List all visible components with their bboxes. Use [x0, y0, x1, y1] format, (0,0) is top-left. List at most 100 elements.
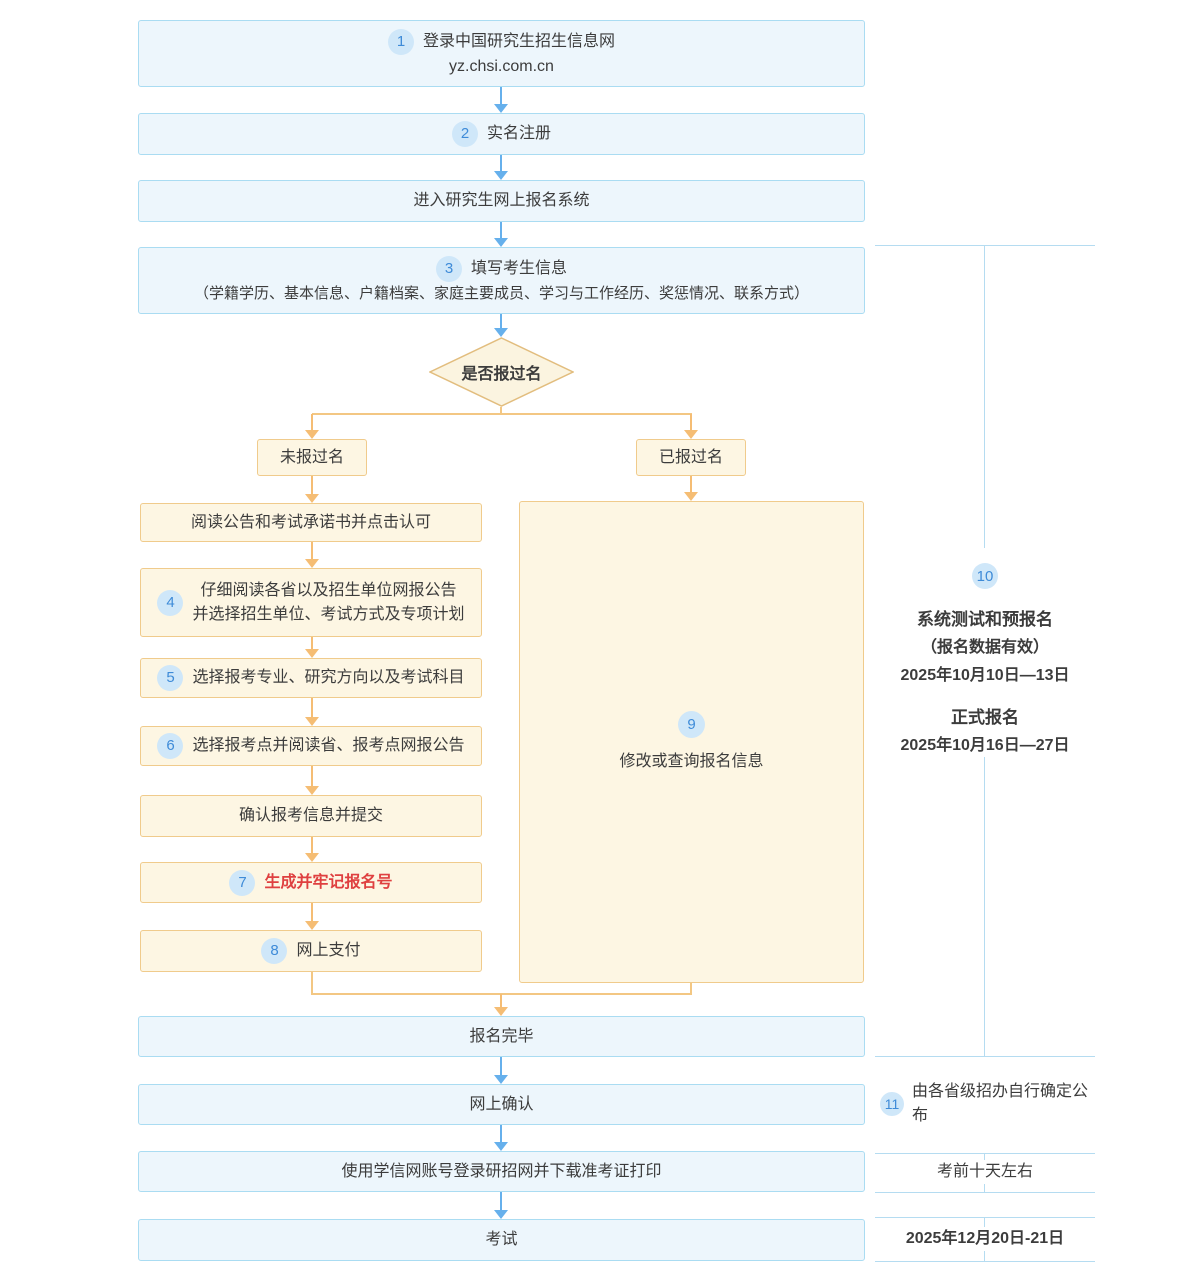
arrow-shaft: [311, 837, 313, 856]
step-number-badge: 1: [387, 28, 414, 55]
panel-line: [875, 1261, 1095, 1262]
step-label: 修改或查询报名信息: [619, 752, 764, 770]
arrow-shaft: [311, 903, 313, 924]
step-label: 网上确认: [469, 1095, 534, 1113]
arrow-head: [494, 1075, 508, 1084]
connector-line: [690, 983, 692, 995]
arrow-head: [305, 921, 319, 930]
arrow-head: [305, 786, 319, 795]
step-label: 选择报考点并阅读省、报考点网报公告: [192, 737, 465, 754]
step-number-badge: 7: [229, 869, 256, 896]
down-arrow: [494, 222, 508, 247]
flow-step-fill-info-box: 3 填写考生信息 （学籍学历、基本信息、户籍档案、家庭主要成员、学习与工作经历、…: [138, 247, 865, 314]
step-label: 实名注册: [486, 125, 551, 142]
down-arrow: [305, 837, 319, 862]
arrow-shaft: [500, 87, 502, 107]
arrow-head: [494, 1142, 508, 1151]
panel-line: [984, 245, 985, 548]
arrow-shaft: [311, 637, 313, 652]
arrow-shaft: [500, 222, 502, 241]
panel-line: [875, 245, 1095, 246]
panel-line: [875, 1217, 1095, 1218]
step-number-badge: 4: [157, 589, 184, 616]
down-arrow: [305, 698, 319, 726]
panel-line: [984, 757, 985, 1056]
step-label: 阅读公告和考试承诺书并点击认可: [190, 513, 431, 531]
down-arrow: [494, 1125, 508, 1151]
flow-step-choose-major-box: 5 选择报考专业、研究方向以及考试科目: [140, 658, 482, 698]
arrow-head: [494, 238, 508, 247]
down-arrow: [305, 903, 319, 930]
flow-step-login-box: 1 登录中国研究生招生信息网 yz.chsi.com.cn: [138, 20, 865, 87]
site-url-text: yz.chsi.com.cn: [449, 57, 554, 75]
step-label: 仔细阅读各省以及招生单位网报公告: [200, 581, 457, 599]
arrow-head: [305, 559, 319, 568]
down-arrow: [494, 994, 508, 1016]
step-number-badge: 8: [261, 938, 288, 964]
down-arrow: [684, 414, 698, 439]
official-title: 正式报名: [951, 708, 1019, 727]
connector-line: [312, 413, 692, 415]
step-label: 使用学信网账号登录研招网并下载准考证打印: [341, 1162, 662, 1180]
branch-label: 未报过名: [279, 448, 344, 466]
step-number-badge: 5: [157, 665, 184, 691]
arrow-shaft: [500, 1057, 502, 1078]
step-label: 并选择招生单位、考试方式及专项计划: [192, 605, 465, 623]
arrow-head: [305, 853, 319, 862]
flow-step-read-announcements-box: 4 仔细阅读各省以及招生单位网报公告 并选择招生单位、考试方式及专项计划: [140, 568, 482, 637]
confirm-schedule-row: 11 由各省级招办自行确定公布: [875, 1080, 1095, 1128]
down-arrow: [305, 476, 319, 503]
arrow-head: [494, 171, 508, 180]
step-label-highlighted: 生成并牢记报名号: [264, 873, 393, 891]
flow-step-enter-system-box: 进入研究生网上报名系统: [138, 180, 865, 222]
decision-diamond: 是否报过名: [428, 337, 575, 407]
flow-step-pay-box: 8 网上支付: [140, 930, 482, 972]
arrow-shaft: [690, 476, 692, 495]
down-arrow: [494, 314, 508, 337]
step-number-badge: 2: [451, 121, 478, 147]
step-number-badge: 11: [880, 1092, 904, 1116]
arrow-head: [494, 328, 508, 337]
down-arrow: [494, 155, 508, 180]
step-label: 报名完毕: [469, 1027, 534, 1045]
pretest-dates: 2025年10月10日—13日: [900, 667, 1070, 684]
arrow-head: [305, 494, 319, 503]
step-number-badge: 9: [678, 710, 705, 738]
arrow-head: [305, 430, 319, 439]
arrow-shaft: [500, 1125, 502, 1145]
arrow-head: [305, 717, 319, 726]
arrow-head: [494, 104, 508, 113]
down-arrow: [305, 766, 319, 795]
official-dates: 2025年10月16日—27日: [900, 737, 1070, 754]
arrow-head: [684, 430, 698, 439]
arrow-shaft: [500, 1192, 502, 1213]
pretest-note: （报名数据有效）: [920, 639, 1049, 656]
ticket-timing-label: 考前十天左右: [936, 1163, 1033, 1180]
step-label: 填写考生信息: [470, 259, 567, 277]
down-arrow: [305, 542, 319, 568]
panel-line: [875, 1192, 1095, 1193]
step-label: 考试: [485, 1231, 518, 1248]
flow-step-complete-box: 报名完毕: [138, 1016, 865, 1057]
ticket-timing-row: 考前十天左右: [875, 1156, 1095, 1188]
arrow-head: [494, 1210, 508, 1219]
step-number-badge: 3: [435, 255, 462, 282]
branch-label: 已报过名: [658, 448, 723, 466]
arrow-shaft: [500, 314, 502, 331]
step-label: 网上支付: [296, 942, 361, 959]
step-label: 进入研究生网上报名系统: [413, 192, 590, 209]
connector-line: [500, 407, 502, 414]
connector-line: [312, 993, 692, 995]
branch-not-registered-box: 未报过名: [257, 439, 367, 476]
down-arrow: [494, 1057, 508, 1084]
flow-step-choose-site-box: 6 选择报考点并阅读省、报考点网报公告: [140, 726, 482, 766]
arrow-shaft: [500, 155, 502, 174]
step-number-badge: 10: [972, 563, 998, 589]
step-label: 确认报考信息并提交: [238, 807, 383, 824]
flow-step-register-box: 2 实名注册: [138, 113, 865, 155]
down-arrow: [305, 414, 319, 439]
flow-step-confirm-submit-box: 确认报考信息并提交: [140, 795, 482, 837]
panel-line: [875, 1056, 1095, 1057]
step-number-badge: 6: [157, 733, 184, 759]
